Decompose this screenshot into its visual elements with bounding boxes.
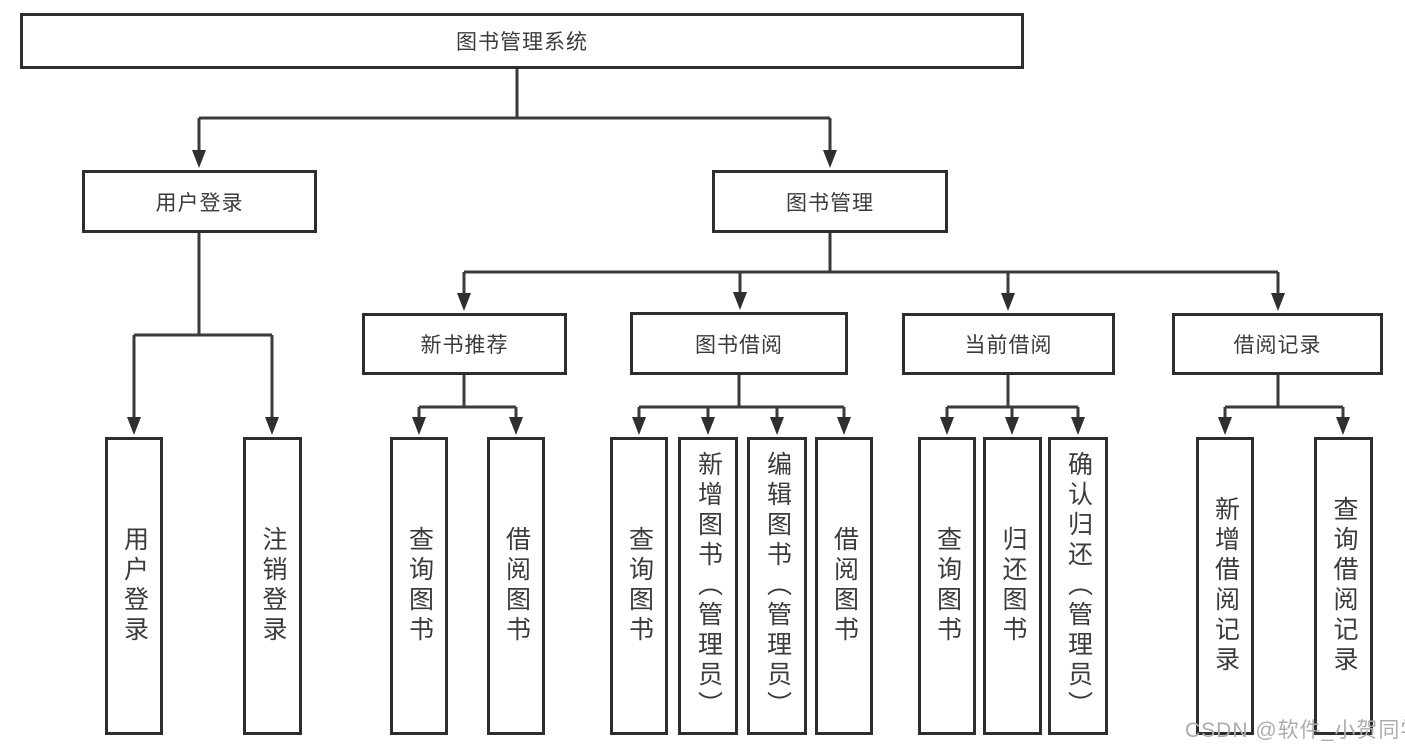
connector-book-borrow-to-leaves <box>637 373 846 421</box>
connector-current-to-leaves <box>945 373 1080 421</box>
leaf-edit-books-admin: 编辑图书（管理员） <box>747 437 807 735</box>
leaf-label: 查询图书 <box>405 526 434 646</box>
arrowhead <box>509 417 523 435</box>
leaf-label: 查询借阅记录 <box>1330 496 1358 676</box>
node-borrow-records: 借阅记录 <box>1172 313 1383 375</box>
node-book-borrow: 图书借阅 <box>630 312 848 375</box>
arrowhead <box>1271 293 1285 311</box>
leaf-label: 新增借阅记录 <box>1211 496 1240 676</box>
arrowhead <box>1218 417 1232 435</box>
arrowhead <box>1336 417 1350 435</box>
arrowhead <box>940 417 954 435</box>
leaf-label: 注销登录 <box>259 526 287 646</box>
connector-user-login-to-leaves <box>132 231 274 421</box>
arrowhead <box>127 417 141 435</box>
arrowhead <box>823 150 837 168</box>
arrowhead <box>412 417 426 435</box>
leaf-logout: 注销登录 <box>243 437 302 735</box>
connector-records-to-leaves <box>1223 373 1345 421</box>
connector-new-books-to-leaves <box>417 373 518 421</box>
arrowhead <box>1005 417 1019 435</box>
leaf-label: 归还图书 <box>999 526 1027 646</box>
arrowhead <box>632 417 646 435</box>
connector-book-mgmt-to-level3 <box>462 231 1280 297</box>
csdn-watermark: CSDN @软件_小贺同学 <box>1185 719 1405 742</box>
arrowhead <box>192 150 206 168</box>
arrowhead <box>770 417 784 435</box>
arrowhead <box>265 417 279 435</box>
leaf-confirm-return-admin: 确认归还（管理员） <box>1048 437 1108 735</box>
leaf-add-books-admin: 新增图书（管理员） <box>678 437 738 735</box>
arrowhead <box>1001 293 1015 311</box>
leaf-return-books: 归还图书 <box>983 437 1042 735</box>
leaf-label: 用户登录 <box>120 526 149 646</box>
leaf-query-books: 查询图书 <box>918 437 976 735</box>
leaf-label: 借阅图书 <box>830 526 859 646</box>
leaf-borrow-books: 借阅图书 <box>487 437 545 735</box>
leaf-label: 新增图书（管理员） <box>694 451 723 721</box>
arrowhead <box>701 417 715 435</box>
arrowhead <box>733 292 747 310</box>
leaf-query-borrow-record: 查询借阅记录 <box>1314 437 1373 735</box>
arrowhead <box>837 417 851 435</box>
leaf-label: 借阅图书 <box>502 526 531 646</box>
connector-root-to-level2 <box>197 67 832 153</box>
node-book-management: 图书管理 <box>712 170 948 233</box>
node-root-system: 图书管理系统 <box>20 13 1024 69</box>
leaf-label: 编辑图书（管理员） <box>763 451 792 721</box>
arrowhead <box>1071 417 1085 435</box>
node-user-login: 用户登录 <box>82 170 317 233</box>
leaf-label: 查询图书 <box>625 526 654 646</box>
leaf-user-login: 用户登录 <box>105 437 163 735</box>
leaf-borrow-books: 借阅图书 <box>815 437 873 735</box>
leaf-label: 查询图书 <box>933 526 962 646</box>
leaf-add-borrow-record: 新增借阅记录 <box>1196 437 1254 735</box>
leaf-query-books: 查询图书 <box>610 437 668 735</box>
arrowhead <box>457 293 471 311</box>
leaf-label: 确认归还（管理员） <box>1064 451 1093 721</box>
node-new-book-recommend: 新书推荐 <box>362 313 567 375</box>
node-current-borrow: 当前借阅 <box>902 313 1115 375</box>
leaf-query-books: 查询图书 <box>390 437 448 735</box>
